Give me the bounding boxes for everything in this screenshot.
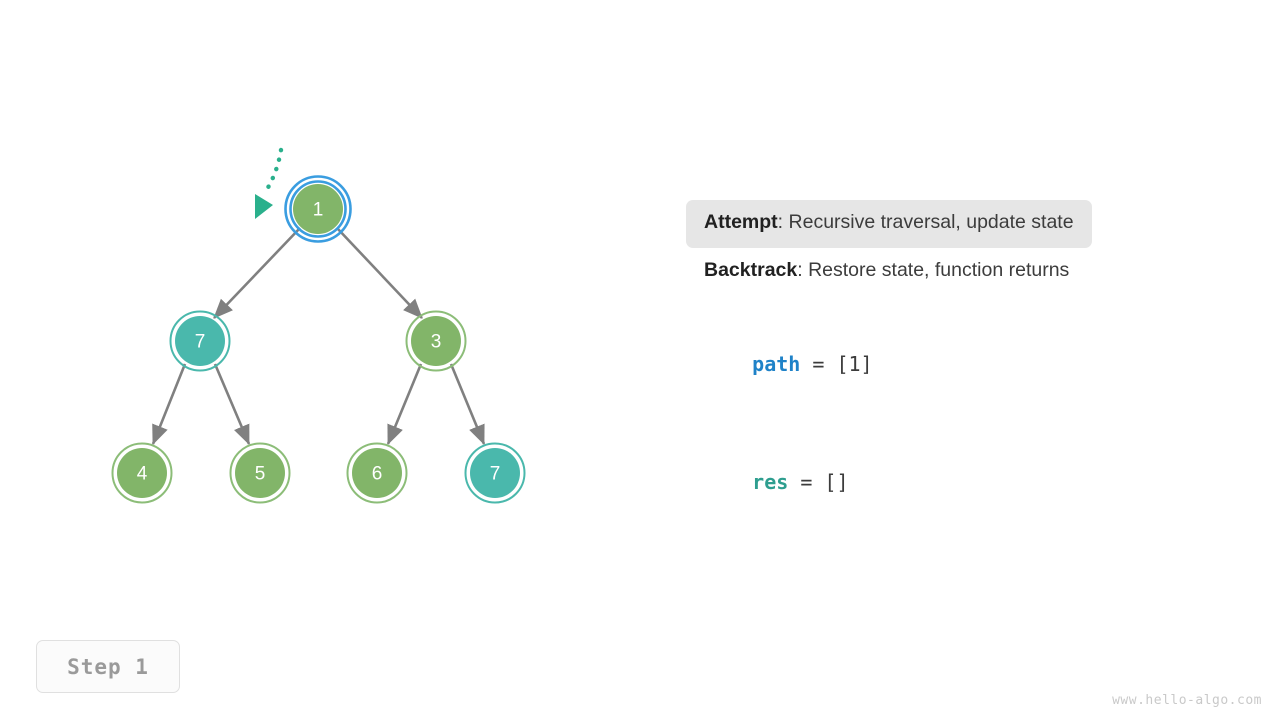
path-value: [1] — [836, 352, 873, 376]
tree-nodes: 1 7 3 4 — [111, 175, 526, 504]
node-label: 1 — [313, 200, 324, 221]
node-label: 6 — [372, 464, 383, 485]
tree-node-3[interactable]: 3 — [405, 310, 467, 372]
node-ring — [169, 310, 231, 372]
node-circle — [117, 448, 167, 498]
attempt-line: Attempt: Recursive traversal, update sta… — [686, 200, 1092, 248]
edge-7-to-5 — [213, 363, 251, 445]
binary-tree-diagram: 1 7 3 4 — [111, 147, 526, 504]
current-node-pointer — [255, 147, 284, 219]
node-ring — [229, 442, 291, 504]
attempt-text: Recursive traversal, update state — [788, 211, 1074, 233]
node-label: 7 — [195, 332, 206, 353]
highlight-ring-outer — [284, 175, 352, 243]
node-label: 3 — [431, 332, 442, 353]
node-ring — [464, 442, 526, 504]
edge-3-to-6 — [386, 363, 423, 445]
step-badge: Step 1 — [36, 640, 180, 693]
edge-7-to-4 — [151, 363, 187, 445]
highlight-ring-inner — [289, 180, 347, 238]
explanation-panel: Attempt: Recursive traversal, update sta… — [686, 200, 1206, 295]
node-label: 7 — [490, 464, 501, 485]
backtrack-line: Backtrack: Restore state, function retur… — [686, 248, 1087, 296]
pointer-arrowhead — [255, 194, 273, 219]
res-variable-name: res — [752, 470, 789, 494]
node-ring — [346, 442, 408, 504]
tree-node-5[interactable]: 5 — [229, 442, 291, 504]
node-ring — [111, 442, 173, 504]
edge-3-to-7 — [449, 363, 486, 445]
path-variable-name: path — [752, 352, 801, 376]
res-state-line: res = [] — [686, 452, 849, 512]
backtrack-term: Backtrack — [704, 258, 798, 281]
tree-node-1[interactable]: 1 — [284, 175, 352, 243]
node-label: 5 — [255, 464, 266, 485]
path-operator: = — [800, 352, 837, 376]
backtrack-text: Restore state, function returns — [808, 258, 1070, 281]
node-label: 4 — [137, 464, 148, 485]
watermark: www.hello-algo.com — [1112, 693, 1262, 708]
node-circle — [235, 448, 285, 498]
res-operator: = — [788, 470, 825, 494]
step-badge-label: Step 1 — [67, 654, 149, 679]
res-value: [] — [824, 470, 849, 494]
backtrack-separator: : — [797, 258, 809, 281]
node-circle — [411, 316, 461, 366]
node-circle — [293, 184, 343, 234]
attempt-separator: : — [777, 211, 789, 233]
tree-edges — [151, 227, 486, 445]
tree-node-6[interactable]: 6 — [346, 442, 408, 504]
edge-1-to-7 — [213, 227, 301, 319]
edge-1-to-3 — [336, 227, 423, 319]
tree-node-7-right[interactable]: 7 — [464, 442, 526, 504]
node-ring — [405, 310, 467, 372]
node-circle — [175, 316, 225, 366]
node-circle — [352, 448, 402, 498]
path-state-line: path = [1] — [686, 334, 873, 394]
node-circle — [470, 448, 520, 498]
tree-node-4[interactable]: 4 — [111, 442, 173, 504]
tree-node-7-left[interactable]: 7 — [169, 310, 231, 372]
attempt-term: Attempt — [704, 211, 778, 233]
